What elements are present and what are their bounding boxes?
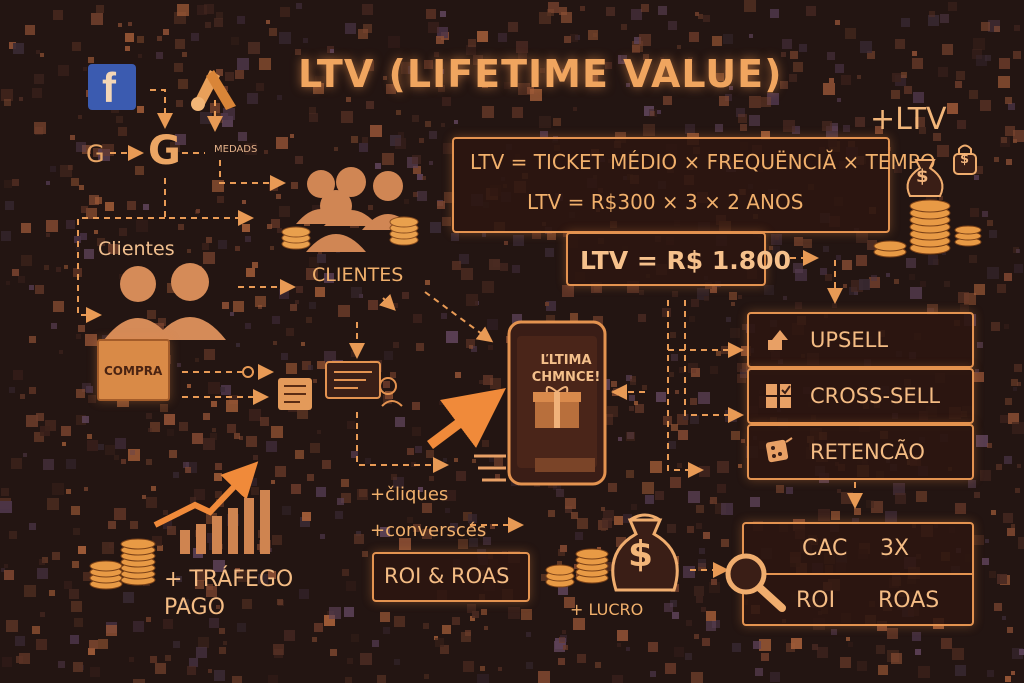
strategy-cross-sell-label: CROSS-SELL: [810, 384, 941, 408]
grid-check-icon: [766, 384, 791, 408]
speed-lines-icon: [474, 454, 506, 482]
metric-cac-value: 3X: [880, 536, 910, 561]
roi-roas-label: ROI & ROAS: [384, 564, 510, 588]
medads-label: MEDADS: [214, 144, 258, 155]
form-card-icon: [325, 361, 403, 407]
clientes-label-top: Clientes: [98, 238, 175, 260]
arrow-up-icon: [768, 330, 788, 350]
profit-money-bag-icon: [611, 513, 679, 592]
lucro-label: + LUCRO: [570, 600, 644, 619]
metric-roas: ROAS: [878, 588, 940, 613]
receipt-icon: [278, 378, 312, 410]
metrics-divider: [744, 573, 972, 575]
google-large-icon: G: [148, 128, 181, 174]
customers-group-icon: [281, 167, 419, 252]
conversoes-label: +converscés: [370, 520, 487, 541]
roi-roas-box: [372, 552, 530, 602]
coin-stacks-bottom-left: [89, 538, 156, 590]
money-bag-icon: [906, 159, 944, 197]
google-small-icon: G: [86, 140, 105, 168]
strategy-cross-sell-box: [747, 368, 974, 424]
cliques-label: +čliques: [370, 484, 449, 505]
lock-symbol: $: [960, 152, 970, 167]
compra-card: [97, 339, 170, 401]
phone-icon: [507, 320, 607, 486]
two-customers-icon: [104, 263, 226, 340]
facebook-icon: f: [88, 64, 136, 111]
dice-icon: [765, 437, 793, 463]
ltv-result: LTV = R$ 1.800: [580, 246, 791, 275]
ltv-formula-box: [452, 137, 890, 233]
magnifier-icon: [725, 553, 786, 612]
phone-offer-text: ĽLTIMA CHMNCE!: [531, 353, 601, 385]
ltv-formula-line-2: LTV = R$300 × 3 × 2 ANOS: [527, 190, 804, 214]
lock-icon: [953, 144, 977, 175]
page-title: LTV (LIFETIME VALUE): [298, 52, 783, 96]
strategy-retention-label: RETENCÃO: [810, 440, 925, 464]
strategy-upsell-label: UPSELL: [810, 328, 889, 352]
google-ads-icon: [191, 70, 236, 111]
plus-ltv-label: +LTV: [870, 102, 947, 137]
clientes-label-mid: CLIENTES: [312, 264, 404, 286]
ltv-formula-line-1: LTV = TICKET MÉDIO × FREQUËNCIĂ × TEMPO: [470, 150, 936, 174]
metric-roi: ROI: [796, 588, 836, 613]
coin-stacks-lucro: [545, 548, 609, 588]
growth-bar-icon: [180, 490, 270, 554]
money-bag-symbol: $: [916, 166, 929, 187]
profit-dollar-symbol: $: [628, 534, 654, 575]
trafego-pago-label: + TRÁFEGO PAGO: [164, 567, 294, 620]
metric-cac: CAC: [802, 536, 848, 561]
ltv-result-box: [566, 232, 766, 286]
compra-label: COMPRA: [104, 364, 163, 378]
coin-stacks-top-right: [873, 199, 982, 258]
strategy-retention-box: [747, 424, 974, 480]
